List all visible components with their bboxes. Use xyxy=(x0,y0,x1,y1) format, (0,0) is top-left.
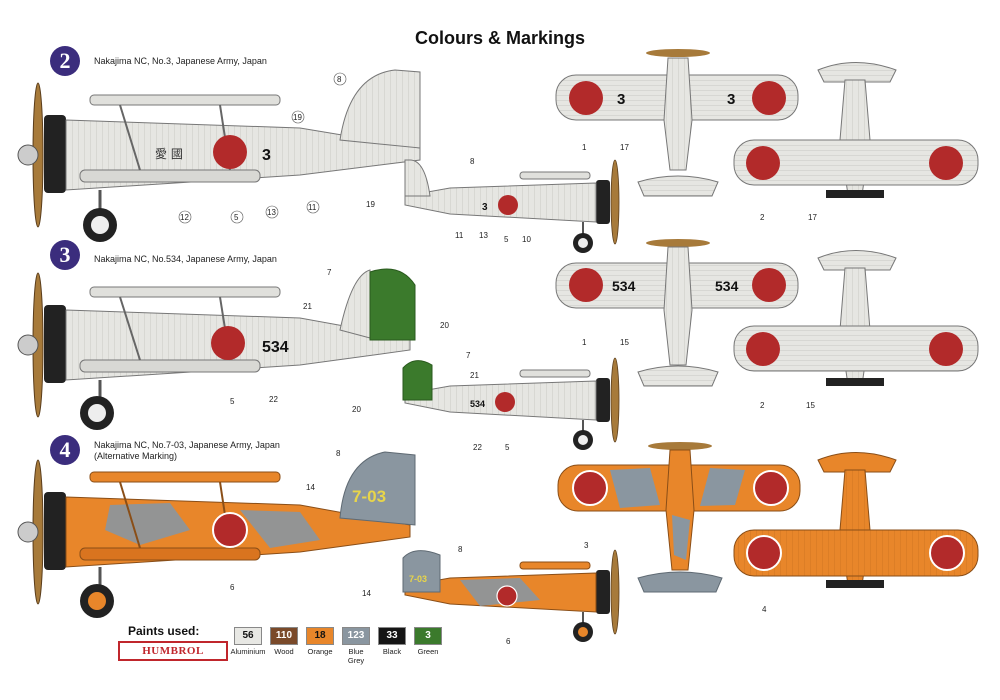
aircraft-code: 7-03 xyxy=(352,487,386,506)
swatch-code: 18 xyxy=(306,627,334,645)
top-view-scheme-4: 3 xyxy=(557,442,801,593)
svg-text:20: 20 xyxy=(440,321,449,330)
svg-text:21: 21 xyxy=(470,371,479,380)
svg-text:2: 2 xyxy=(760,401,765,410)
aircraft-code: 3 xyxy=(482,202,488,213)
svg-text:5: 5 xyxy=(230,397,235,406)
paint-swatch: 3 Green xyxy=(412,627,444,665)
svg-text:4: 4 xyxy=(762,605,767,614)
swatch-code: 123 xyxy=(342,627,370,645)
svg-text:8: 8 xyxy=(337,75,342,84)
aircraft-code: 534 xyxy=(715,278,739,294)
paints-used-label: Paints used: xyxy=(128,624,200,638)
aircraft-code: 534 xyxy=(262,339,289,356)
svg-text:20: 20 xyxy=(352,405,361,414)
aircraft-code: 3 xyxy=(262,147,271,164)
svg-text:3: 3 xyxy=(584,541,589,550)
bottom-view-scheme-2: 2 17 xyxy=(733,62,979,222)
scheme-caption: Nakajima NC, No.534, Japanese Army, Japa… xyxy=(94,254,277,264)
side-view-large-scheme-4: 7-03 8 14 6 xyxy=(17,449,416,618)
paint-swatch: 18 Orange xyxy=(304,627,336,665)
svg-text:10: 10 xyxy=(522,235,531,244)
svg-text:2: 2 xyxy=(760,213,765,222)
svg-text:5: 5 xyxy=(234,213,239,222)
svg-text:7: 7 xyxy=(327,268,332,277)
svg-text:17: 17 xyxy=(808,213,817,222)
bottom-view-scheme-4: 4 xyxy=(733,452,979,614)
scheme-caption: Nakajima NC, No.3, Japanese Army, Japan xyxy=(94,56,267,66)
svg-text:19: 19 xyxy=(366,200,375,209)
scheme-number-badge: 2 xyxy=(50,46,80,76)
swatch-code: 56 xyxy=(234,627,262,645)
svg-text:14: 14 xyxy=(362,589,371,598)
humbrol-logo: HUMBROL xyxy=(118,641,228,661)
swatch-code: 33 xyxy=(378,627,406,645)
swatch-name: Green xyxy=(417,647,439,656)
top-view-scheme-2: 3 3 1 17 xyxy=(555,49,799,197)
svg-text:17: 17 xyxy=(620,143,629,152)
svg-text:7: 7 xyxy=(466,351,471,360)
aircraft-code: 3 xyxy=(617,91,625,108)
swatch-code: 110 xyxy=(270,627,298,645)
svg-text:1: 1 xyxy=(582,143,587,152)
side-view-small-scheme-2: 3 8 19 11 13 5 10 xyxy=(366,157,620,253)
svg-text:5: 5 xyxy=(504,235,509,244)
svg-text:15: 15 xyxy=(620,338,629,347)
svg-text:12: 12 xyxy=(180,213,189,222)
paint-swatch: 33 Black xyxy=(376,627,408,665)
swatch-name: Blue Grey xyxy=(347,647,365,665)
svg-text:13: 13 xyxy=(479,231,488,240)
swatch-name: Wood xyxy=(274,647,294,656)
paint-swatch: 56 Aluminium xyxy=(230,627,266,665)
scheme-caption-line: Nakajima NC, No.7-03, Japanese Army, Jap… xyxy=(94,440,280,450)
svg-text:21: 21 xyxy=(303,302,312,311)
side-view-small-scheme-3: 534 7 21 20 22 5 xyxy=(352,351,620,452)
svg-text:22: 22 xyxy=(473,443,482,452)
bottom-view-scheme-3: 2 15 xyxy=(733,250,979,410)
svg-text:15: 15 xyxy=(806,401,815,410)
aircraft-code: 534 xyxy=(470,399,485,409)
svg-text:8: 8 xyxy=(470,157,475,166)
side-view-large-scheme-2: 3 愛 國 8 19 12 5 13 11 xyxy=(17,69,421,242)
svg-text:1: 1 xyxy=(582,338,587,347)
svg-text:8: 8 xyxy=(458,545,463,554)
aircraft-code: 7-03 xyxy=(409,574,427,584)
aircraft-code: 3 xyxy=(727,91,735,108)
swatch-name: Aluminium xyxy=(230,647,266,656)
side-view-small-scheme-4: 7-03 8 14 6 xyxy=(362,545,620,646)
kanji-marking: 愛 國 xyxy=(155,147,183,161)
svg-text:11: 11 xyxy=(455,231,464,240)
svg-text:6: 6 xyxy=(506,637,511,646)
scheme-caption: Nakajima NC, No.7-03, Japanese Army, Jap… xyxy=(94,440,280,462)
scheme-caption-line: (Alternative Marking) xyxy=(94,451,178,461)
paint-swatch: 123 Blue Grey xyxy=(340,627,372,665)
svg-text:6: 6 xyxy=(230,583,235,592)
svg-text:14: 14 xyxy=(306,483,315,492)
svg-text:22: 22 xyxy=(269,395,278,404)
svg-text:11: 11 xyxy=(308,203,317,212)
scheme-number-badge: 3 xyxy=(50,240,80,270)
swatch-code: 3 xyxy=(414,627,442,645)
page-title: Colours & Markings xyxy=(414,28,586,48)
paint-swatch: 110 Wood xyxy=(268,627,300,665)
svg-text:19: 19 xyxy=(293,113,302,122)
side-view-large-scheme-3: 534 7 21 20 5 22 xyxy=(17,268,449,430)
paint-swatches: 56 Aluminium 110 Wood 18 Orange 123 Blue… xyxy=(230,627,444,665)
svg-text:13: 13 xyxy=(267,208,276,217)
top-view-scheme-3: 534 534 1 15 xyxy=(555,239,799,387)
swatch-name: Black xyxy=(382,647,402,656)
swatch-name: Orange xyxy=(307,647,333,656)
svg-text:5: 5 xyxy=(505,443,510,452)
svg-text:8: 8 xyxy=(336,449,341,458)
scheme-number-badge: 4 xyxy=(50,435,80,465)
aircraft-code: 534 xyxy=(612,278,636,294)
